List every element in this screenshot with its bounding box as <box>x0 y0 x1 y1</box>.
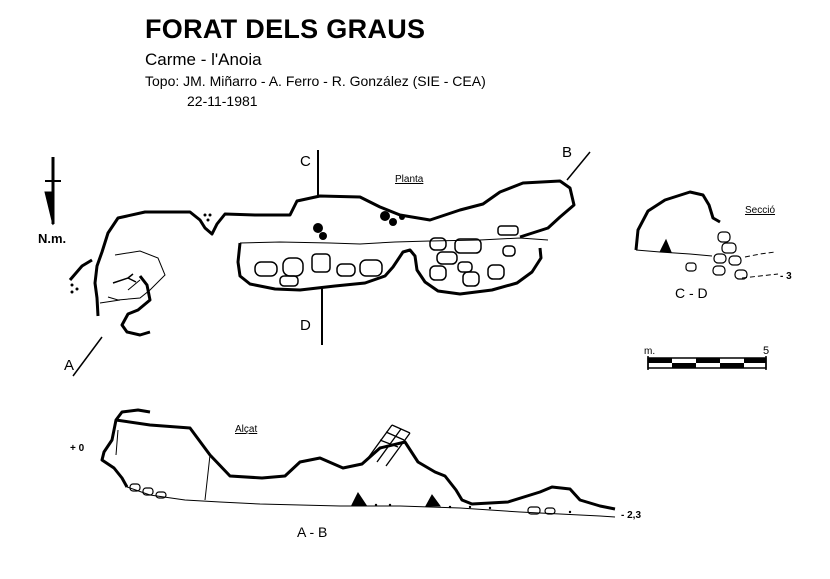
elevation-end: - 2,3 <box>621 510 641 521</box>
plan-lobe <box>120 275 152 337</box>
survey-title: FORAT DELS GRAUS <box>145 14 426 44</box>
scale-max: 5 <box>763 345 769 357</box>
elevation-label: A - B <box>297 524 327 540</box>
plan-marker-b: B <box>562 144 572 161</box>
section-view <box>634 190 779 280</box>
survey-credits: Topo: JM. Miñarro - A. Ferro - R. Gonzál… <box>145 73 486 89</box>
north-arrow-icon <box>44 157 61 226</box>
plan-outline-upper <box>93 179 576 317</box>
survey-date: 22-11-1981 <box>187 93 258 109</box>
plan-marker-d: D <box>300 317 311 334</box>
plan-marker-c: C <box>300 153 311 170</box>
scale-bar <box>647 356 767 370</box>
section-label: C - D <box>675 285 708 301</box>
north-label: N.m. <box>38 231 66 246</box>
scale-unit: m. <box>644 346 655 357</box>
plan-title: Planta <box>395 174 424 185</box>
section-depth: - 3 <box>780 271 792 282</box>
elevation-start: + 0 <box>70 443 85 454</box>
elevation-view <box>100 408 616 518</box>
survey-location: Carme - l'Anoia <box>145 50 262 69</box>
plan-outline-lower <box>236 242 543 296</box>
elevation-title: Alçat <box>235 424 257 435</box>
plan-view <box>68 150 591 377</box>
plan-marker-a: A <box>64 357 74 374</box>
section-title: Secció <box>745 205 775 216</box>
plan-entrance-lip <box>68 258 93 281</box>
plan-inner-outline <box>107 250 166 301</box>
